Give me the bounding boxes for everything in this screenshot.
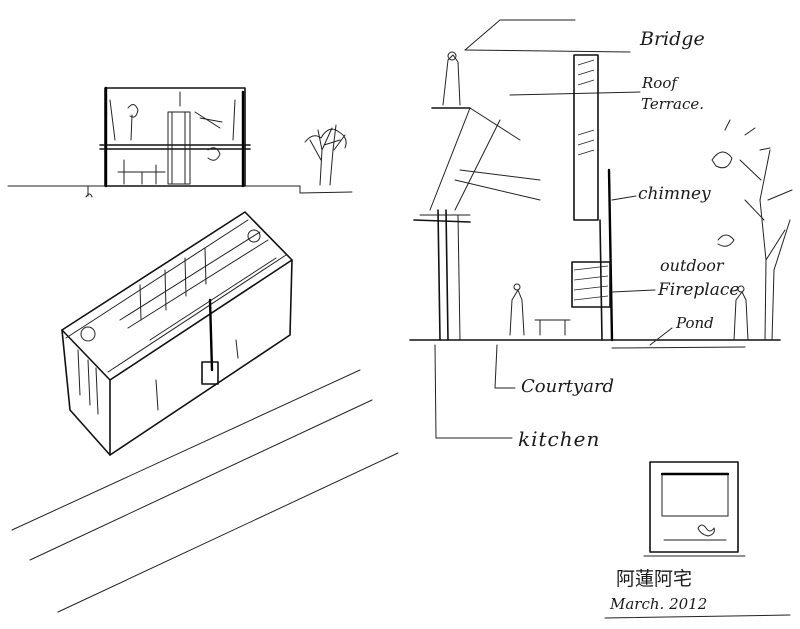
axonometric-sketch [11,211,399,613]
date-label: March. 2012 [610,595,708,613]
label-terrace: Terrace. [641,95,705,113]
signature-underline [604,614,791,619]
label-kitchen: kitchen [518,427,601,451]
small-elevation-sketch [643,461,746,557]
label-courtyard: Courtyard [521,376,615,397]
label-pond: Pond [676,314,714,332]
label-bridge: Bridge [640,28,705,50]
small-section-sketch [7,86,353,198]
label-chimney: chimney [638,184,711,204]
label-outdoor: outdoor [660,256,724,275]
main-section-sketch [409,19,793,439]
label-fireplace: Fireplace [658,280,740,300]
label-roof: Roof [642,74,677,92]
signature: 阿蓮阿宅 [616,568,693,590]
